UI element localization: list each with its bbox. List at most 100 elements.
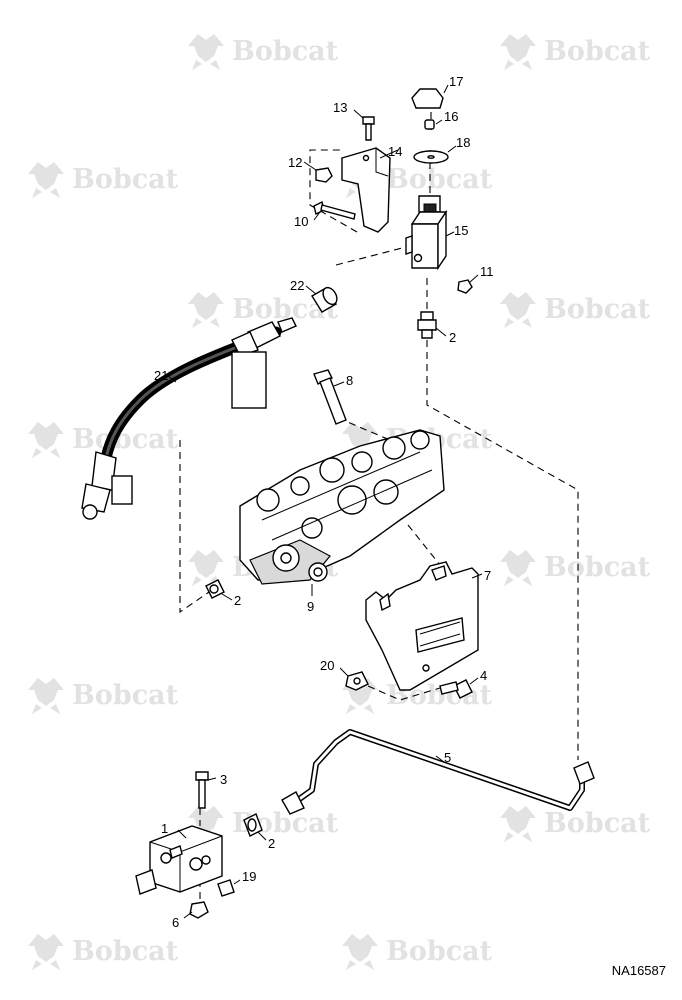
bobcat-logo-icon [342,934,378,970]
bobcat-logo-icon [500,806,536,842]
callout-3: 3 [220,772,227,787]
bobcat-logo-icon [500,550,536,586]
watermark: Bobcat [28,162,179,198]
part-6-nut [183,901,209,919]
part-10-bolt [313,200,356,221]
callout-8: 8 [346,373,353,388]
bobcat-logo-icon [28,934,64,970]
bobcat-logo-icon [188,34,224,70]
fitting-icon [311,287,337,313]
callout-5: 5 [444,750,451,765]
part-2-fitting-left [205,579,233,601]
callout-15: 15 [454,223,468,238]
callout-14: 14 [388,144,402,159]
nut-icon [315,167,333,183]
callout-2-left: 2 [234,593,241,608]
part-3-bolt [195,771,217,809]
callout-13: 13 [333,100,347,115]
part-18-washer [413,145,457,164]
watermark: Bobcat [500,292,651,328]
watermark: Bobcat [500,550,651,586]
watermark: Bobcat [342,162,493,198]
part-22-fitting [305,285,338,313]
watermark: Bobcat [500,34,651,70]
watermark-text: Bobcat [72,936,179,967]
cap-icon [411,88,444,109]
watermark-text: Bobcat [72,424,179,455]
watermark-text: Bobcat [232,36,339,67]
part-4-bolt [439,677,479,699]
bobcat-logo-icon [500,292,536,328]
nut-icon [424,119,435,130]
callout-2-bottom: 2 [268,836,275,851]
watermark: Bobcat [28,934,179,970]
callout-11: 11 [480,264,494,279]
watermark: Bobcat [342,934,493,970]
watermark: Bobcat [28,678,179,714]
part-21-hose [81,317,297,520]
watermark: Bobcat [188,34,339,70]
callout-labels: 17 16 18 13 14 12 10 15 11 22 2 21 8 7 2… [154,74,494,930]
bolt-icon [362,116,375,125]
callout-12: 12 [288,155,302,170]
callout-20: 20 [320,658,334,673]
fitting-icon [420,311,434,321]
watermark-text: Bobcat [544,36,651,67]
callout-18: 18 [456,135,470,150]
watermark-text: Bobcat [72,680,179,711]
hose-tag [231,351,267,409]
callout-22: 22 [290,278,304,293]
callout-17: 17 [449,74,463,89]
callout-6: 6 [172,915,179,930]
part-17-cap [411,84,449,109]
part-15-switch-valve [405,195,455,271]
part-7-cover-plate [365,561,483,691]
watermark-text: Bobcat [544,552,651,583]
figure-reference-code: NA16587 [611,963,666,978]
callout-9: 9 [307,599,314,614]
callout-1: 1 [161,821,168,836]
part-13-bolt [353,109,375,141]
part-2-fitting-top [417,311,447,339]
part-11-nut [457,274,479,294]
bobcat-logo-icon [28,678,64,714]
nut-icon [457,279,473,294]
bobcat-logo-icon [28,422,64,458]
watermark-text: Bobcat [386,164,493,195]
part-19-fitting [217,879,241,897]
watermark-text: Bobcat [386,936,493,967]
watermark-text: Bobcat [72,164,179,195]
part-9-pump-assembly [239,429,445,596]
bolt-icon [453,679,473,699]
cover-plate-icon [365,561,479,691]
watermark-text: Bobcat [544,294,651,325]
bracket-icon [341,147,391,233]
callout-2-top: 2 [449,330,456,345]
bobcat-logo-icon [500,34,536,70]
part-20-washer [339,667,369,691]
watermark: Bobcat [28,422,179,458]
bobcat-logo-icon [28,162,64,198]
callout-7: 7 [484,568,491,583]
part-8-bolt [313,369,347,425]
part-5-tube [281,729,595,815]
callout-21: 21 [154,368,168,383]
bobcat-logo-icon [188,292,224,328]
nut-icon [189,901,209,919]
part-2-fitting-bottom [243,813,267,841]
assembly-lines [179,112,579,905]
part-16-nut [424,119,443,130]
bolt-icon [195,771,209,781]
part-1-valve-block [135,825,223,895]
callout-4: 4 [480,668,487,683]
bolt-icon [313,369,333,385]
fitting-icon [217,879,235,897]
watermark: Bobcat [500,806,651,842]
watermark-text: Bobcat [544,808,651,839]
callout-16: 16 [444,109,458,124]
callout-19: 19 [242,869,256,884]
part-12-nut [303,161,333,183]
part-14-bracket [341,147,399,233]
callout-10: 10 [294,214,308,229]
